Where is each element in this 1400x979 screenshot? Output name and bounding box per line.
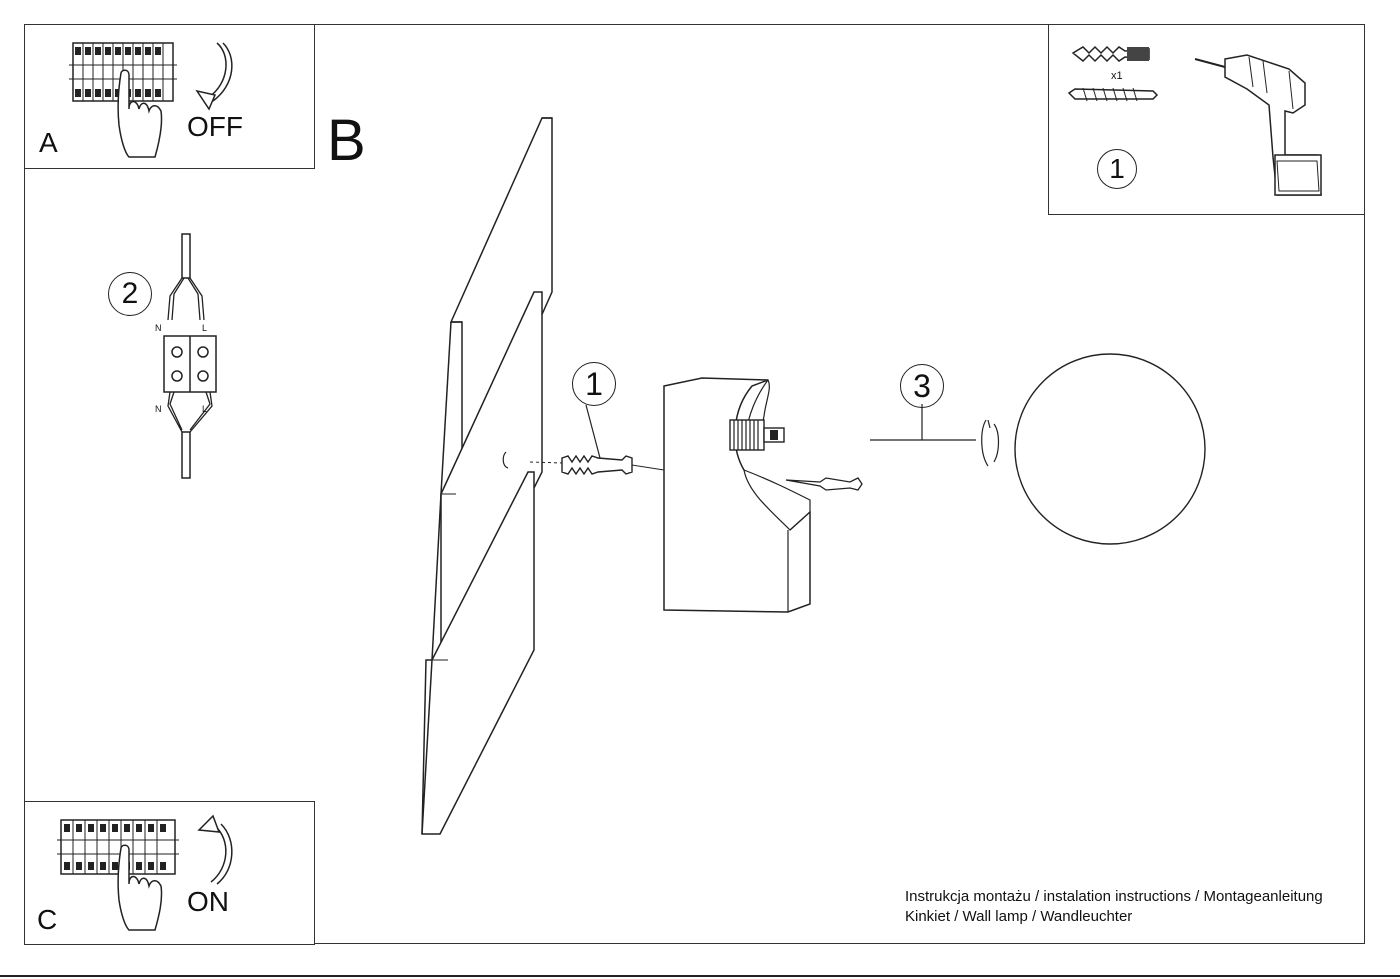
parts-step-badge: 1 [1097,149,1137,189]
wire-neutral-top: N [155,323,162,333]
wire-live-bottom: L [202,404,208,414]
wiring-step-badge: 2 [108,272,152,316]
wall-plug-callout-number: 1 [585,366,603,402]
shade-callout-badge: 3 [900,364,944,408]
terminal-screw-icon [171,370,183,382]
product-caption: Kinkiet / Wall lamp / Wandleuchter [905,908,1133,925]
terminal-screw-icon [197,346,209,358]
instructions-caption: Instrukcja montażu / instalation instruc… [905,888,1323,905]
shade-callout-number: 3 [913,368,931,404]
wire-live-top: L [202,323,208,333]
breaker-switch-off-icon [69,42,233,158]
terminal-screw-icon [171,346,183,358]
wiring-step-number: 2 [121,277,139,310]
drill-icon [1194,54,1322,196]
step-a-letter: A [39,127,58,158]
parts-step-number: 1 [1109,153,1125,184]
wall-plug-callout-badge: 1 [572,362,616,406]
wiring-terminal-diagram [163,233,217,479]
parts-box: x1 1 [1048,24,1365,215]
wire-neutral-bottom: N [155,404,162,414]
parts-quantity: x1 [1111,70,1123,82]
step-b-letter: B [327,108,366,173]
step-c-panel: C ON [24,801,315,945]
breaker-switch-on-icon [57,814,233,931]
step-c-letter: C [37,904,58,935]
switch-on-label: ON [187,886,229,917]
switch-off-label: OFF [187,111,243,142]
terminal-screw-icon [197,370,209,382]
step-a-panel: A OFF [24,24,315,169]
drawing-frame [24,24,1365,944]
fixing-screw-icon [785,477,863,491]
wall-plug-screw-icon [1067,45,1159,102]
page-bottom-rule [0,975,1400,977]
